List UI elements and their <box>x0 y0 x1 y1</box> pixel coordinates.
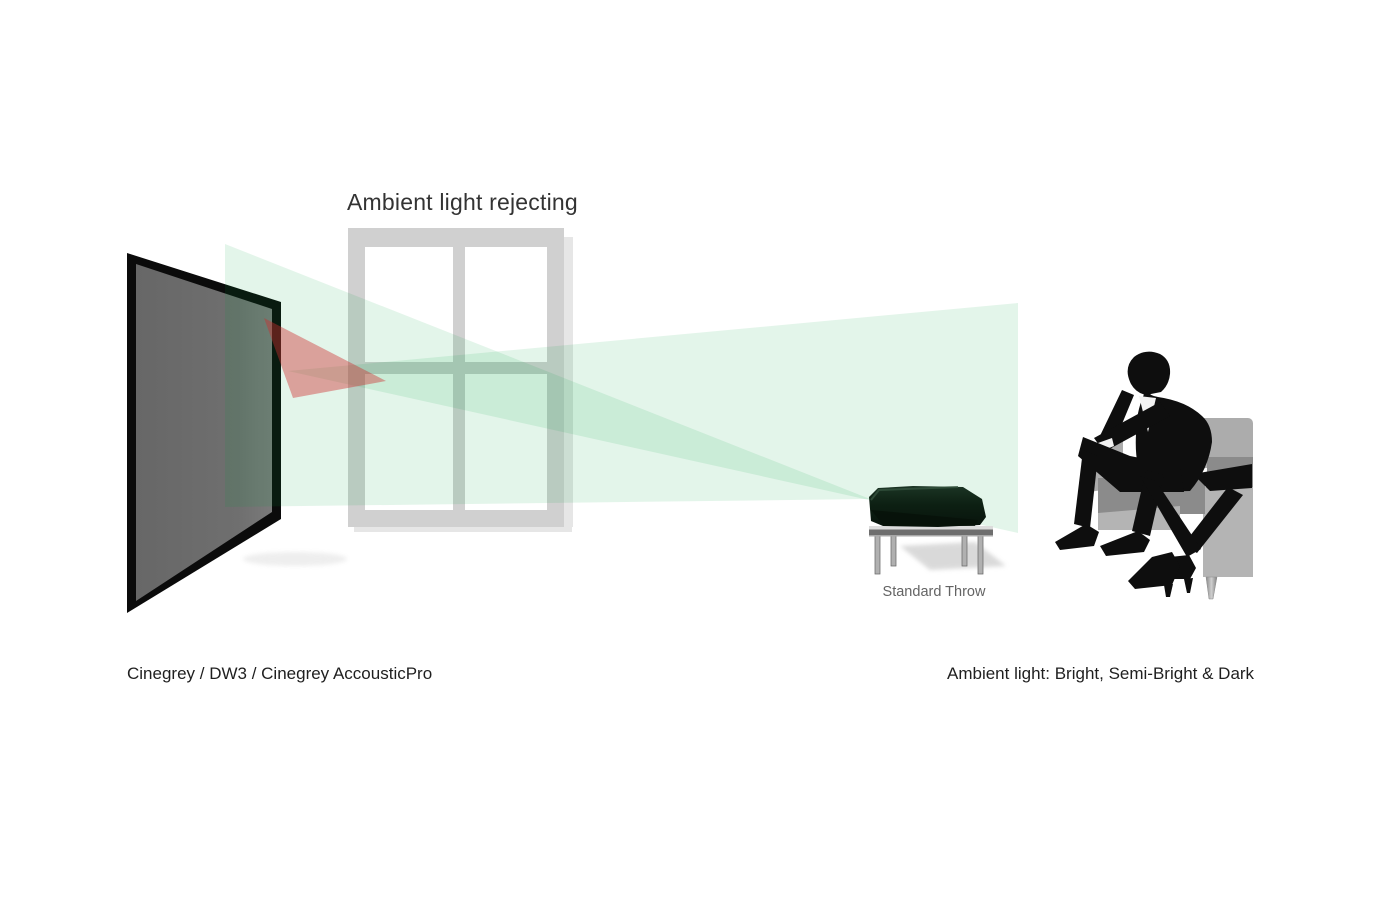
leg-calf-left <box>1140 476 1201 557</box>
projector-front-facet <box>871 510 978 526</box>
table-shadow <box>900 542 1006 570</box>
screen-floor-shadow <box>243 552 347 566</box>
table-top <box>869 526 993 530</box>
window-pane-bottom-left <box>365 374 453 510</box>
window-drop-shadow <box>564 237 573 527</box>
man-shin <box>1074 450 1098 528</box>
leg-calf-right <box>1183 487 1243 553</box>
man-shoe-back <box>1100 531 1150 556</box>
screen-models-caption: Cinegrey / DW3 / Cinegrey AccousticPro <box>127 664 433 683</box>
stiletto-heel <box>1184 578 1193 593</box>
diagram-title: Ambient light rejecting <box>347 189 578 215</box>
man-arm <box>1094 402 1170 452</box>
table-leg-rear-left <box>890 534 897 567</box>
window-graphic <box>348 228 573 532</box>
leg-thigh <box>1193 464 1252 491</box>
projector-on-table <box>869 486 1006 575</box>
table-leg-front-right <box>977 534 984 575</box>
window-bottom-shadow <box>354 527 572 532</box>
ambient-conditions-caption: Ambient light: Bright, Semi-Bright & Dar… <box>947 664 1255 683</box>
sofa-leg <box>1205 576 1218 600</box>
reflected-beam <box>288 303 1018 533</box>
viewer-on-sofa <box>1055 351 1253 600</box>
window-pane-top-left <box>365 247 453 362</box>
projection-beam <box>225 244 870 507</box>
light-beams <box>225 244 1018 533</box>
table-leg-front-left <box>874 534 881 575</box>
table-leg-rear-right <box>961 534 968 567</box>
table-underside <box>869 535 993 537</box>
table-front-edge <box>869 529 993 535</box>
man-head <box>1127 351 1171 395</box>
window-pane-top-right <box>465 247 547 362</box>
screen-surface <box>136 264 272 601</box>
seated-man-silhouette <box>1055 351 1212 556</box>
stiletto-heel-back <box>1164 584 1173 597</box>
high-heel-shoe-back <box>1128 552 1180 589</box>
projector-label: Standard Throw <box>882 584 986 600</box>
crossed-legs-silhouette <box>1128 464 1252 597</box>
window-pane-bottom-right <box>465 374 547 510</box>
projector-screen <box>127 253 347 613</box>
rejected-ambient-light-beam <box>264 318 386 398</box>
projector-top-highlight <box>870 486 959 501</box>
man-shoe-front <box>1055 524 1099 550</box>
